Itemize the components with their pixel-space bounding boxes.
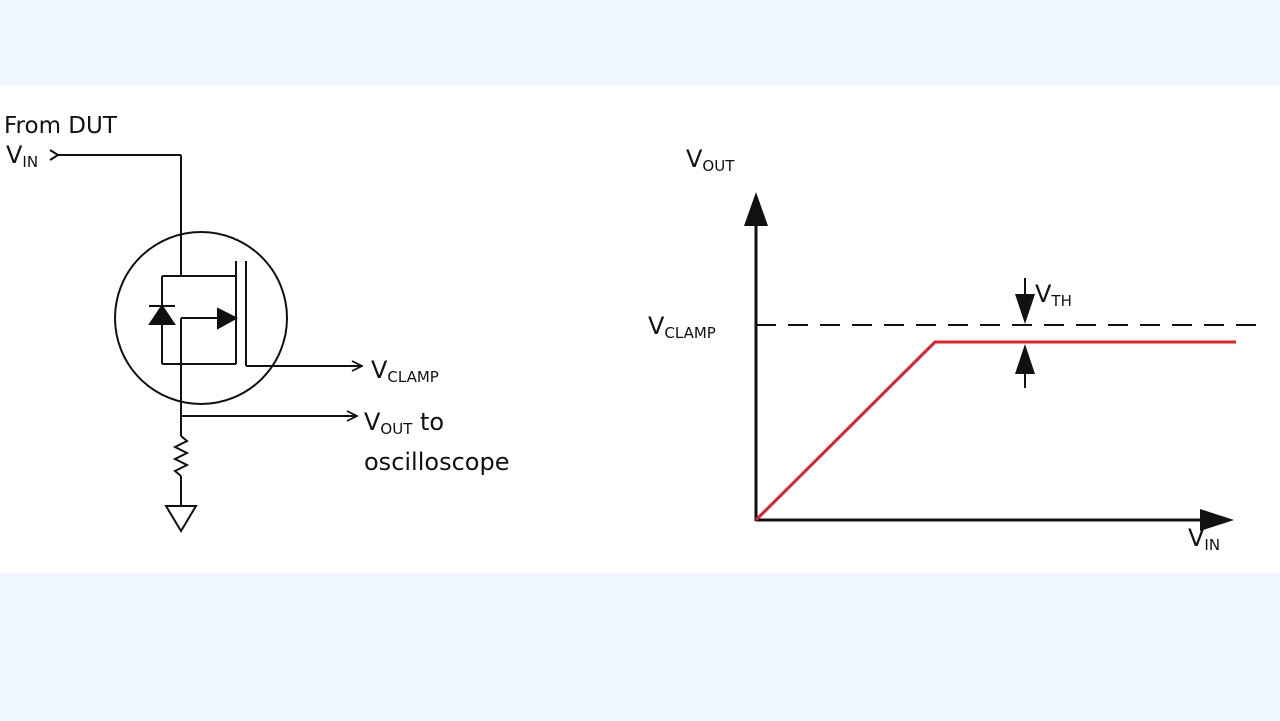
mosfet-glyphs [148,304,239,330]
vth-label: VTH [1035,280,1072,310]
ground-symbol [164,505,198,533]
channel-arrow-icon [217,307,239,330]
x-axis-arrowhead [1200,509,1234,531]
vin-label: VIN [6,141,38,171]
response-curve [754,340,1236,522]
vclamp-circuit-label: VCLAMP [371,356,439,386]
vclamp-graph-label: VCLAMP [648,312,716,342]
transfer-graph [744,192,1265,531]
diagram-panel: From DUT VIN VCLAMP VOUT to oscilloscope [0,86,1280,573]
resistor-zigzag [172,435,190,477]
y-axis-arrowhead [744,192,768,226]
vth-lower-arrowhead [1015,344,1035,374]
x-axis-label: VIN [1188,524,1220,554]
vth-upper-arrowhead [1015,294,1035,324]
body-diode-icon [148,304,176,325]
vin-input-chevron [49,149,60,161]
from-dut-label: From DUT [4,113,118,139]
oscilloscope-label: oscilloscope [364,448,509,476]
vout-circuit-label: VOUT to [364,408,444,438]
mosfet-body-circle [114,231,288,405]
diagram-canvas: From DUT VIN VCLAMP VOUT to oscilloscope [4,113,1265,554]
y-axis-label: VOUT [686,145,735,175]
circuit-schematic [49,149,362,533]
